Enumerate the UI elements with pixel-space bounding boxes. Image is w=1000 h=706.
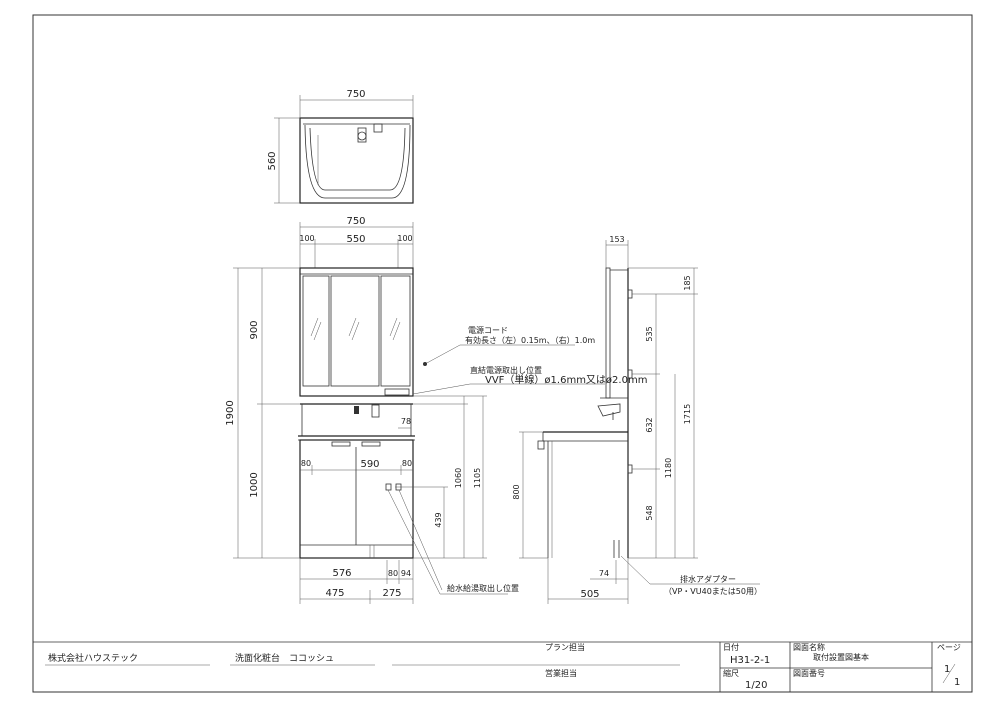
label-cord-length: 有効長さ（左）0.15m、（右）1.0m bbox=[465, 335, 595, 345]
dim-576: 576 bbox=[332, 568, 351, 579]
dim-185: 185 bbox=[683, 275, 692, 290]
product-name: 洗面化粧台 ココッシュ bbox=[235, 652, 334, 664]
sales-label: 営業担当 bbox=[545, 668, 577, 678]
page-label: ページ bbox=[937, 643, 961, 652]
drawing-no-label: 図面番号 bbox=[793, 668, 825, 678]
dim-seg-mid: 550 bbox=[346, 234, 365, 245]
dim-total-height: 1900 bbox=[225, 400, 236, 425]
dim-505: 505 bbox=[580, 589, 599, 600]
dim-475: 475 bbox=[325, 588, 344, 599]
label-drain-spec: （VP・VU40または50用） bbox=[664, 587, 762, 596]
page-number: 1 bbox=[944, 664, 950, 675]
label-cord-title: 電源コード bbox=[468, 326, 508, 335]
dim-mirror-height: 900 bbox=[249, 320, 260, 339]
dim-1715: 1715 bbox=[683, 404, 692, 424]
label-direct-power: 直結電源取出し位置 bbox=[470, 365, 542, 375]
dim-548: 548 bbox=[645, 505, 654, 520]
top-view: 750 560 bbox=[267, 89, 414, 204]
dim-632: 632 bbox=[645, 417, 654, 432]
front-view: 750 100 550 100 bbox=[225, 216, 605, 604]
dim-top-depth: 560 bbox=[267, 151, 278, 170]
scale-label: 縮尺 bbox=[723, 668, 739, 678]
dim-80-bottom: 80 bbox=[388, 569, 398, 578]
dim-78: 78 bbox=[401, 417, 411, 426]
dim-front-width: 750 bbox=[346, 216, 365, 227]
side-view: 153 185 535 632 1180 548 1715 bbox=[512, 235, 760, 604]
drawing-name-label: 図面名称 bbox=[793, 642, 825, 652]
dim-seg-right: 100 bbox=[397, 234, 412, 243]
dim-94: 94 bbox=[401, 569, 411, 578]
dim-800: 800 bbox=[512, 484, 521, 499]
label-water-position: 給水給湯取出し位置 bbox=[447, 583, 519, 593]
dim-1060: 1060 bbox=[454, 468, 463, 488]
date-value: H31-2-1 bbox=[730, 655, 770, 666]
dim-1105: 1105 bbox=[473, 468, 482, 488]
drawing-name: 取付設置図基本 bbox=[813, 652, 869, 662]
dim-74: 74 bbox=[599, 569, 609, 578]
label-vvf: VVF（単線）ø1.6mm又はø2.0mm bbox=[485, 373, 647, 386]
dim-1180: 1180 bbox=[664, 458, 673, 478]
company-name: 株式会社ハウステック bbox=[48, 652, 138, 664]
dim-153: 153 bbox=[609, 235, 624, 244]
page-total: 1 bbox=[954, 677, 960, 688]
dim-80-right: 80 bbox=[402, 459, 412, 468]
dim-590: 590 bbox=[360, 459, 379, 470]
date-label: 日付 bbox=[723, 642, 739, 652]
dim-535: 535 bbox=[645, 326, 654, 341]
dim-80-left: 80 bbox=[301, 459, 311, 468]
title-block bbox=[33, 641, 972, 692]
dim-top-width: 750 bbox=[346, 89, 365, 100]
label-drain-adapter: 排水アダプター bbox=[680, 574, 736, 584]
plan-label: プラン担当 bbox=[545, 642, 585, 652]
dim-439: 439 bbox=[434, 512, 443, 527]
dim-cabinet-height: 1000 bbox=[249, 472, 260, 497]
dim-seg-left: 100 bbox=[299, 234, 314, 243]
dim-275: 275 bbox=[382, 588, 401, 599]
sheet-border bbox=[32, 14, 973, 693]
scale-value: 1/20 bbox=[745, 680, 767, 691]
